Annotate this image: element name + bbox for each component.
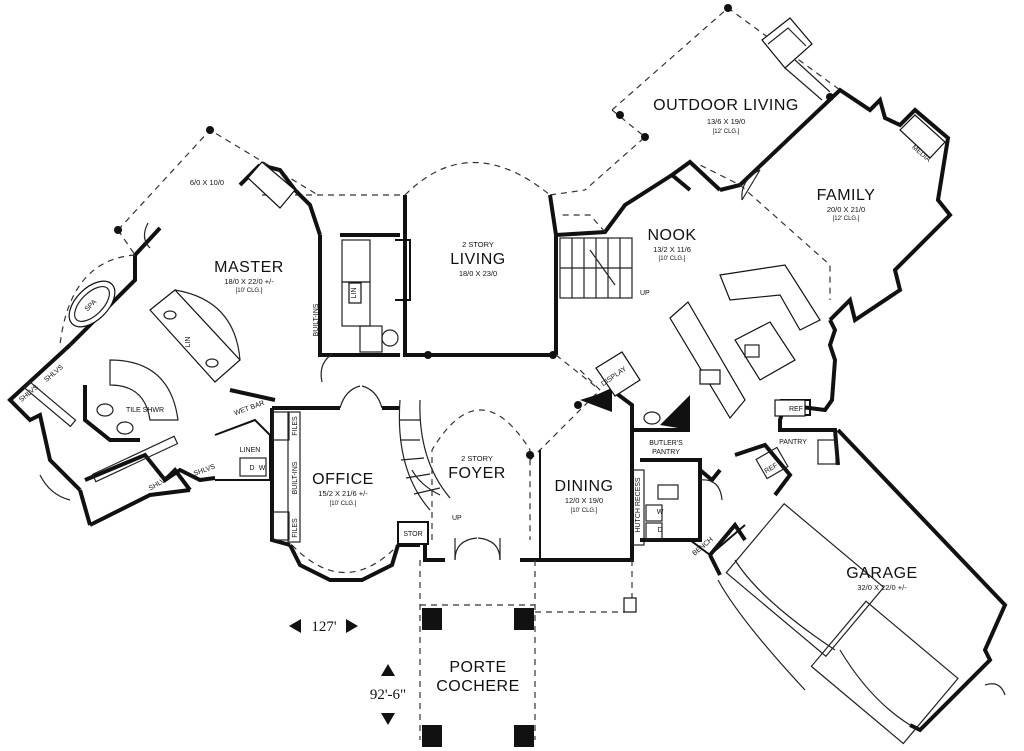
media-cabinet-icon — [899, 114, 946, 159]
living-name: LIVING — [450, 251, 505, 268]
family-clg: [12' CLG.] — [833, 216, 860, 222]
built-ins-office-label: BUILT-INS — [292, 461, 299, 494]
office — [270, 353, 400, 582]
depth-dimension: 92'-6" — [370, 664, 406, 725]
master-deck-dim: 6/0 X 10/0 — [190, 178, 224, 187]
built-ins-living-label: BUILT-INS — [313, 303, 320, 336]
outdoor-living-dim: 13/6 X 19/0 — [707, 117, 745, 126]
linen-label: LINEN — [240, 447, 261, 454]
pantry-label: PANTRY — [779, 439, 807, 446]
living-room — [262, 161, 586, 359]
width-dimension-text: 127' — [311, 619, 337, 635]
master-dim: 18/0 X 22/0 +/- — [224, 277, 274, 286]
dryer-2-label: D — [249, 465, 254, 472]
outdoor-living-name: OUTDOOR LIVING — [653, 97, 799, 114]
tile-shwr-label: TILE SHWR — [126, 407, 164, 414]
arrow-right-icon — [346, 619, 358, 633]
garage-dim: 32/0 X 22/0 +/- — [857, 583, 907, 592]
office-dim: 15/2 X 21/6 +/- — [318, 489, 368, 498]
office-clg: [10' CLG.] — [330, 501, 357, 507]
stor-label: STOR — [403, 531, 422, 538]
arrow-up-icon — [381, 664, 395, 676]
outdoor-fireplace-icon — [761, 17, 831, 101]
garage — [708, 428, 1008, 745]
laundry-pantry — [640, 399, 840, 557]
butlers-pantry-line1: BUTLER'S — [649, 440, 683, 447]
outdoor-living-clg: [12' CLG.] — [713, 129, 740, 135]
washer-2-label: W — [259, 465, 266, 472]
foyer-name: FOYER — [448, 465, 506, 482]
shlvs-c-label: SHLVS — [148, 475, 171, 492]
nook-name: NOOK — [647, 227, 696, 244]
kitchen-island — [734, 321, 796, 381]
garage-name: GARAGE — [846, 565, 917, 582]
hutch-recess-label: HUTCH RECESS — [635, 477, 642, 533]
washer-label: W — [657, 509, 664, 516]
master-suite — [7, 126, 322, 527]
spa-tub — [68, 280, 116, 328]
nook-kitchen — [555, 173, 838, 430]
office-name: OFFICE — [312, 471, 374, 488]
master-fireplace-icon — [247, 161, 296, 209]
dining — [526, 351, 690, 562]
master-vanity — [149, 289, 241, 383]
dryer-label: D — [657, 527, 662, 534]
arrow-down-icon — [381, 713, 395, 725]
shlvs-b-label: SHLVS — [18, 384, 40, 404]
butlers-pantry-line2: PANTRY — [652, 449, 680, 456]
shlvs-d-label: SHLVS — [193, 463, 217, 477]
lin2-label: LIN — [185, 337, 192, 348]
nook-clg: [10' CLG.] — [659, 256, 686, 262]
master-clg: [10' CLG.] — [236, 288, 263, 294]
dining-dim: 12/0 X 19/0 — [565, 496, 603, 505]
living-story: 2 STORY — [462, 240, 494, 249]
porte-cochere-line1: PORTE — [449, 659, 506, 676]
wet-bar-label: WET BAR — [233, 400, 265, 417]
living-dim: 18/0 X 23/0 — [459, 269, 497, 278]
porte-cochere-line2: COCHERE — [436, 678, 520, 695]
foyer-story: 2 STORY — [461, 454, 493, 463]
family-dim: 20/0 X 21/0 — [827, 205, 865, 214]
files-bottom-label: FILES — [292, 518, 299, 538]
nook-dim: 13/2 X 11/6 — [653, 245, 691, 254]
master-name: MASTER — [214, 259, 284, 276]
kitchen-counter — [669, 264, 821, 420]
ref-label: REF — [789, 406, 803, 413]
up-foyer-label: UP — [452, 515, 462, 522]
arrow-left-icon — [289, 619, 301, 633]
family-name: FAMILY — [817, 187, 876, 204]
master-bath-closets — [318, 233, 400, 357]
depth-dimension-text: 92'-6" — [370, 687, 406, 703]
lin-label: LIN — [351, 288, 358, 299]
porte-cochere — [419, 560, 637, 747]
dining-clg: [10' CLG.] — [571, 508, 598, 514]
files-top-label: FILES — [292, 416, 299, 436]
width-dimension: 127' — [289, 619, 358, 635]
foyer-curved-stair — [398, 399, 451, 511]
family-room — [668, 87, 953, 324]
dining-name: DINING — [555, 478, 614, 495]
up-stairs-label: UP — [640, 290, 650, 297]
nook-stair — [559, 237, 633, 299]
